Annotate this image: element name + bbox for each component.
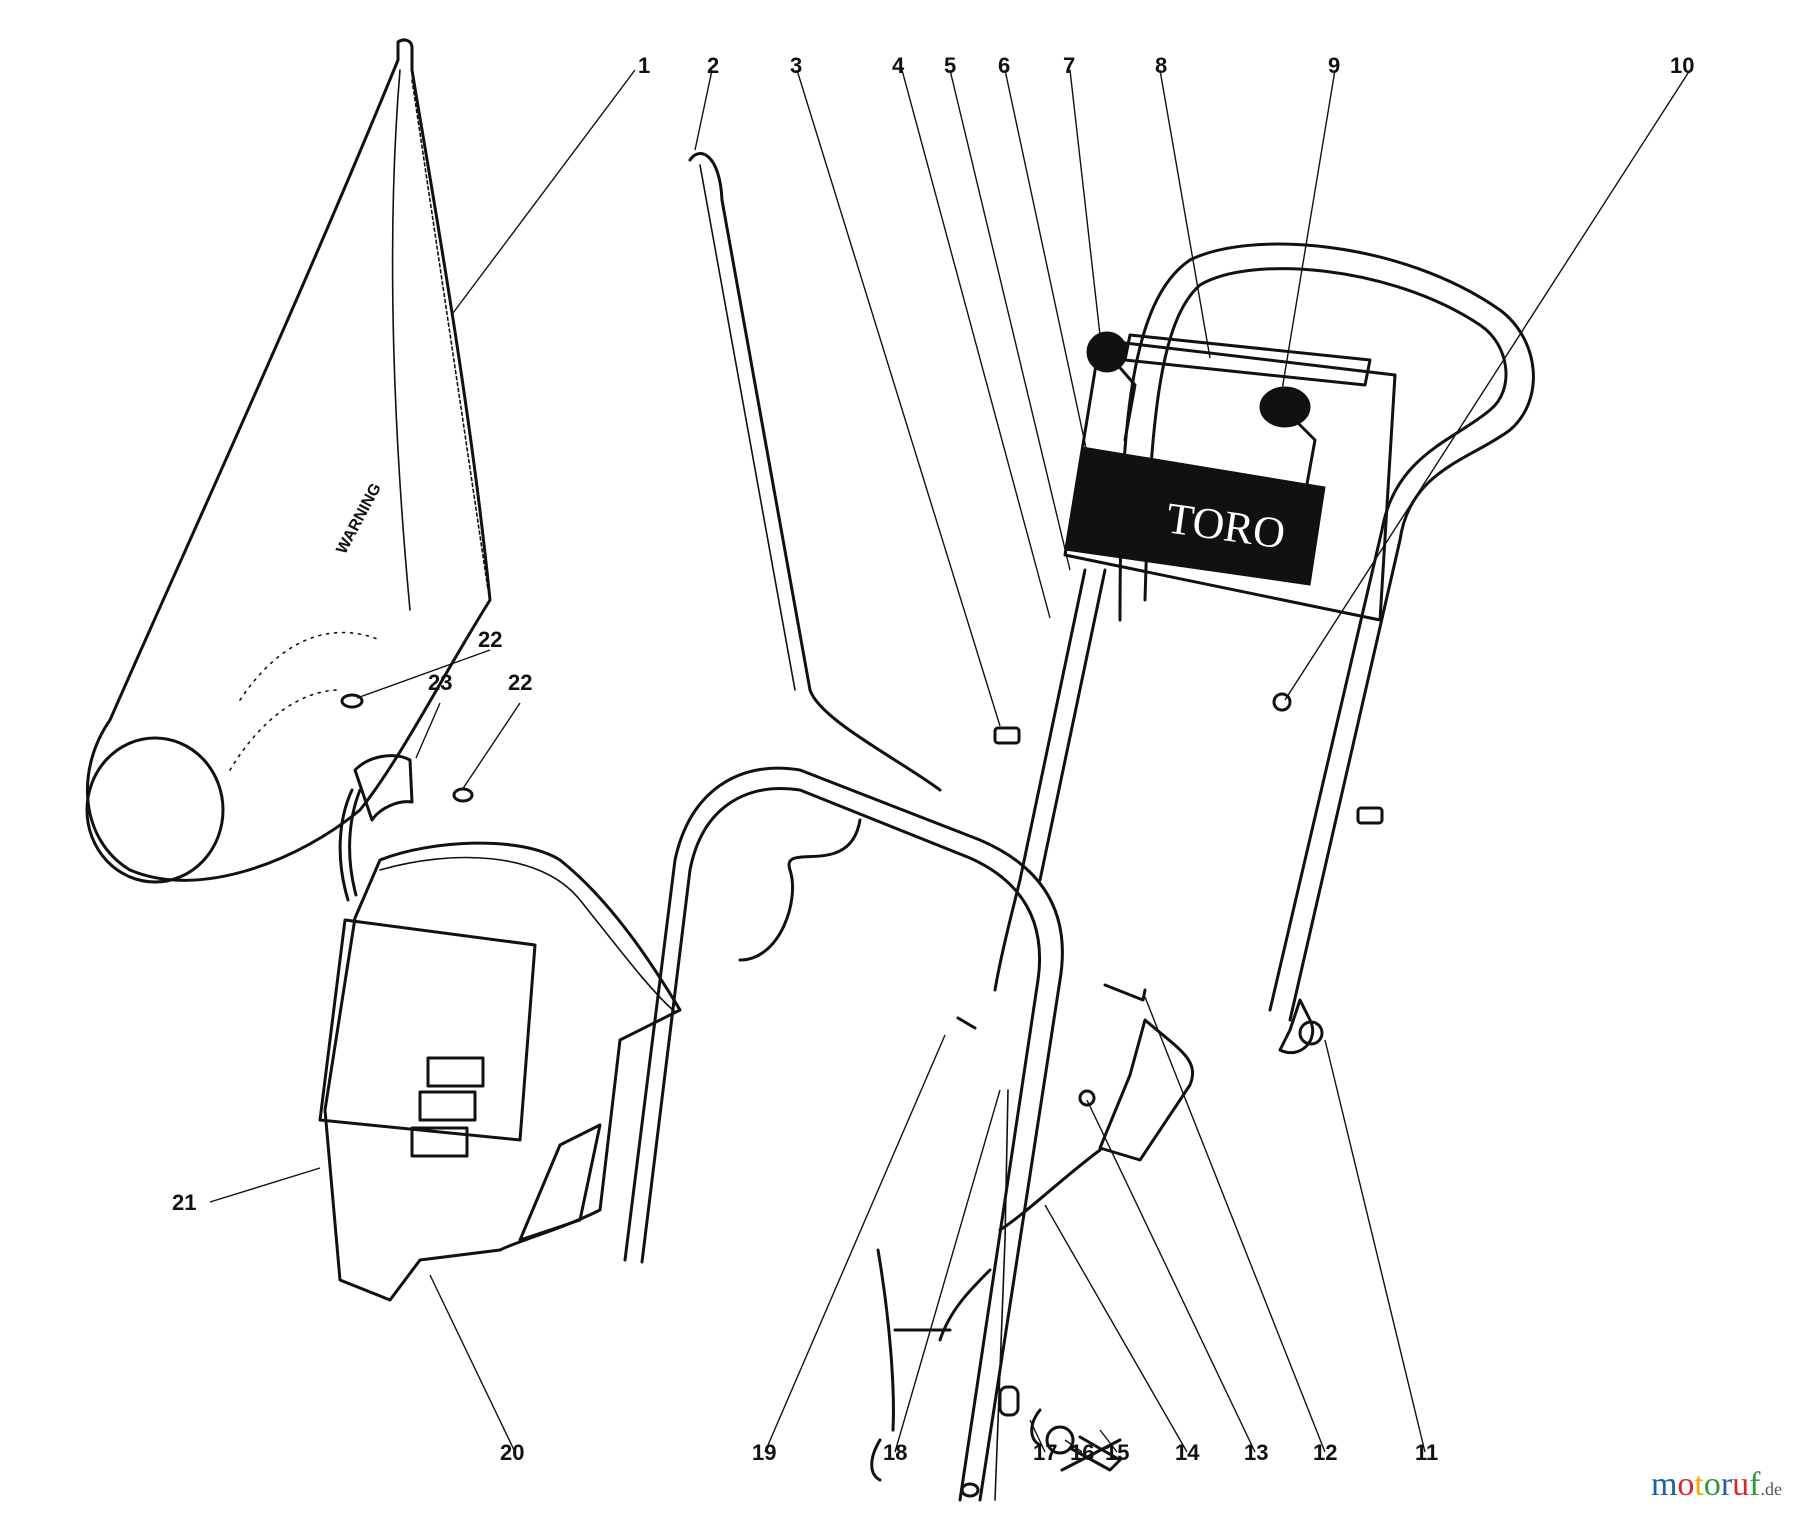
callout-3: 3 — [790, 53, 802, 78]
watermark-letter: r — [1720, 1466, 1733, 1503]
callout-5: 5 — [944, 53, 956, 78]
watermark-suffix: .de — [1760, 1479, 1783, 1499]
callout-9: 9 — [1328, 53, 1340, 78]
callout-labels: 1 2 3 4 5 6 7 8 9 10 11 12 13 14 15 16 1… — [172, 53, 1694, 1465]
bag-warning-label: WARNING — [334, 481, 385, 557]
callout-17: 17 — [1033, 1440, 1057, 1465]
watermark-letter: m — [1650, 1466, 1678, 1503]
callout-13: 13 — [1244, 1440, 1268, 1465]
callout-14: 14 — [1175, 1440, 1200, 1465]
leader-lines — [209, 69, 1691, 1453]
callout-22-b: 22 — [508, 670, 532, 695]
callout-2: 2 — [707, 53, 719, 78]
callout-7: 7 — [1063, 53, 1075, 78]
watermark-letter: f — [1749, 1466, 1761, 1503]
callout-19: 19 — [752, 1440, 776, 1465]
watermark-text: motoruf — [1651, 1466, 1761, 1503]
callout-11: 11 — [1415, 1440, 1438, 1465]
watermark-letter: t — [1694, 1466, 1704, 1503]
callout-15: 15 — [1105, 1440, 1129, 1465]
upper-handle: TORO — [993, 242, 1535, 1055]
brace-rod — [688, 152, 942, 792]
callout-12: 12 — [1313, 1440, 1337, 1465]
watermark-letter: o — [1677, 1466, 1695, 1503]
discharge-chute — [318, 841, 682, 1302]
callout-21: 21 — [172, 1190, 196, 1215]
hardware — [870, 692, 1384, 1482]
callout-6: 6 — [998, 53, 1010, 78]
bag-adapter — [338, 693, 474, 902]
callout-1: 1 — [638, 53, 650, 78]
watermark-letter: o — [1703, 1466, 1721, 1503]
callout-8: 8 — [1155, 53, 1167, 78]
grass-bag: WARNING — [85, 38, 492, 884]
callout-22-a: 22 — [478, 627, 502, 652]
callout-4: 4 — [892, 53, 905, 78]
callout-18: 18 — [883, 1440, 907, 1465]
callout-16: 16 — [1070, 1440, 1094, 1465]
lower-handle — [623, 766, 1064, 1502]
callout-10: 10 — [1670, 53, 1694, 78]
watermark-logo: motoruf.de — [1651, 1466, 1782, 1504]
callout-23: 23 — [428, 670, 452, 695]
watermark-letter: u — [1732, 1466, 1750, 1503]
callout-20: 20 — [500, 1440, 524, 1465]
